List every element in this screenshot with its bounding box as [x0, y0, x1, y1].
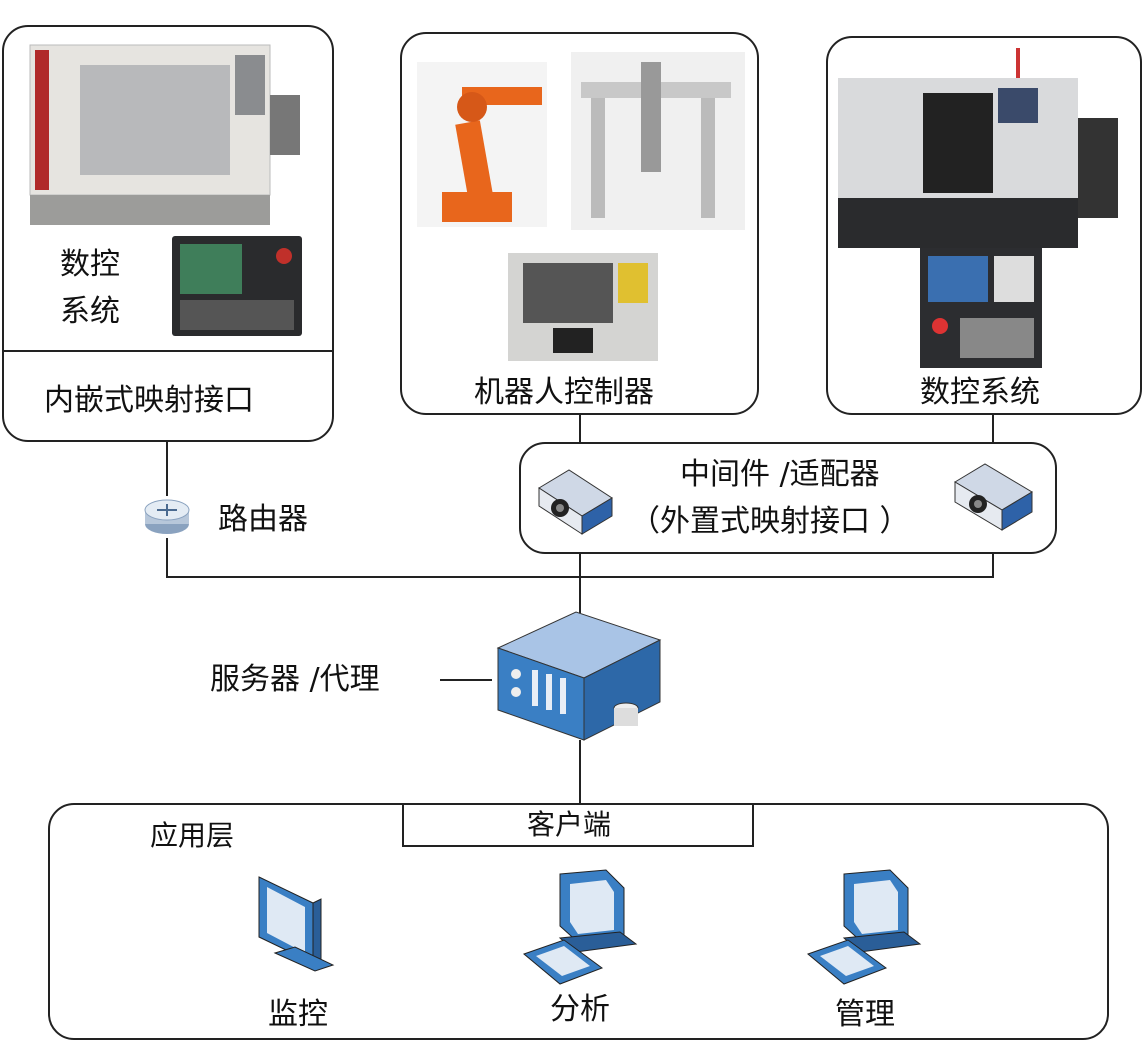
adapter-device-icon — [538, 469, 613, 535]
server-icon — [496, 611, 662, 741]
client-box — [402, 803, 754, 847]
workstation-icon — [807, 869, 922, 985]
connector-line — [579, 740, 581, 804]
management-label: 管理 — [835, 997, 895, 1032]
workstation-icon — [523, 869, 638, 985]
external-interface-label: （外置式映射接口 ） — [630, 504, 910, 539]
robot-controller-cabinet-image — [508, 253, 658, 361]
application-layer-label: 应用层 — [150, 819, 235, 852]
divider — [4, 350, 332, 352]
cnc-left-label-top: 数控 — [60, 247, 120, 282]
cnc-turning-center-image — [838, 48, 1118, 248]
router-icon — [144, 499, 190, 534]
connector-line — [166, 538, 168, 578]
router-label: 路由器 — [218, 502, 308, 537]
connector-line — [440, 679, 492, 681]
cnc-control-panel-image — [172, 236, 302, 336]
analysis-label: 分析 — [550, 992, 610, 1027]
monitor-icon — [258, 876, 335, 972]
monitoring-label: 监控 — [268, 997, 328, 1032]
middleware-label: 中间件 /适配器 — [680, 457, 880, 492]
embedded-interface-label: 内嵌式映射接口 — [44, 383, 254, 418]
robot-controller-label: 机器人控制器 — [474, 375, 654, 410]
client-label: 客户端 — [527, 808, 612, 841]
industrial-robot-image — [417, 62, 547, 227]
cnc-lathe-image — [29, 44, 300, 225]
connector-line — [579, 535, 581, 613]
connector-line — [992, 413, 994, 443]
adapter-device-icon — [954, 463, 1033, 531]
server-label: 服务器 /代理 — [210, 662, 380, 697]
cnc-right-label: 数控系统 — [920, 375, 1040, 410]
gantry-robot-image — [571, 52, 745, 230]
cnc-right-control-panel-image — [920, 248, 1042, 368]
connector-line — [166, 440, 168, 496]
cnc-left-label-bottom: 系统 — [60, 294, 120, 329]
